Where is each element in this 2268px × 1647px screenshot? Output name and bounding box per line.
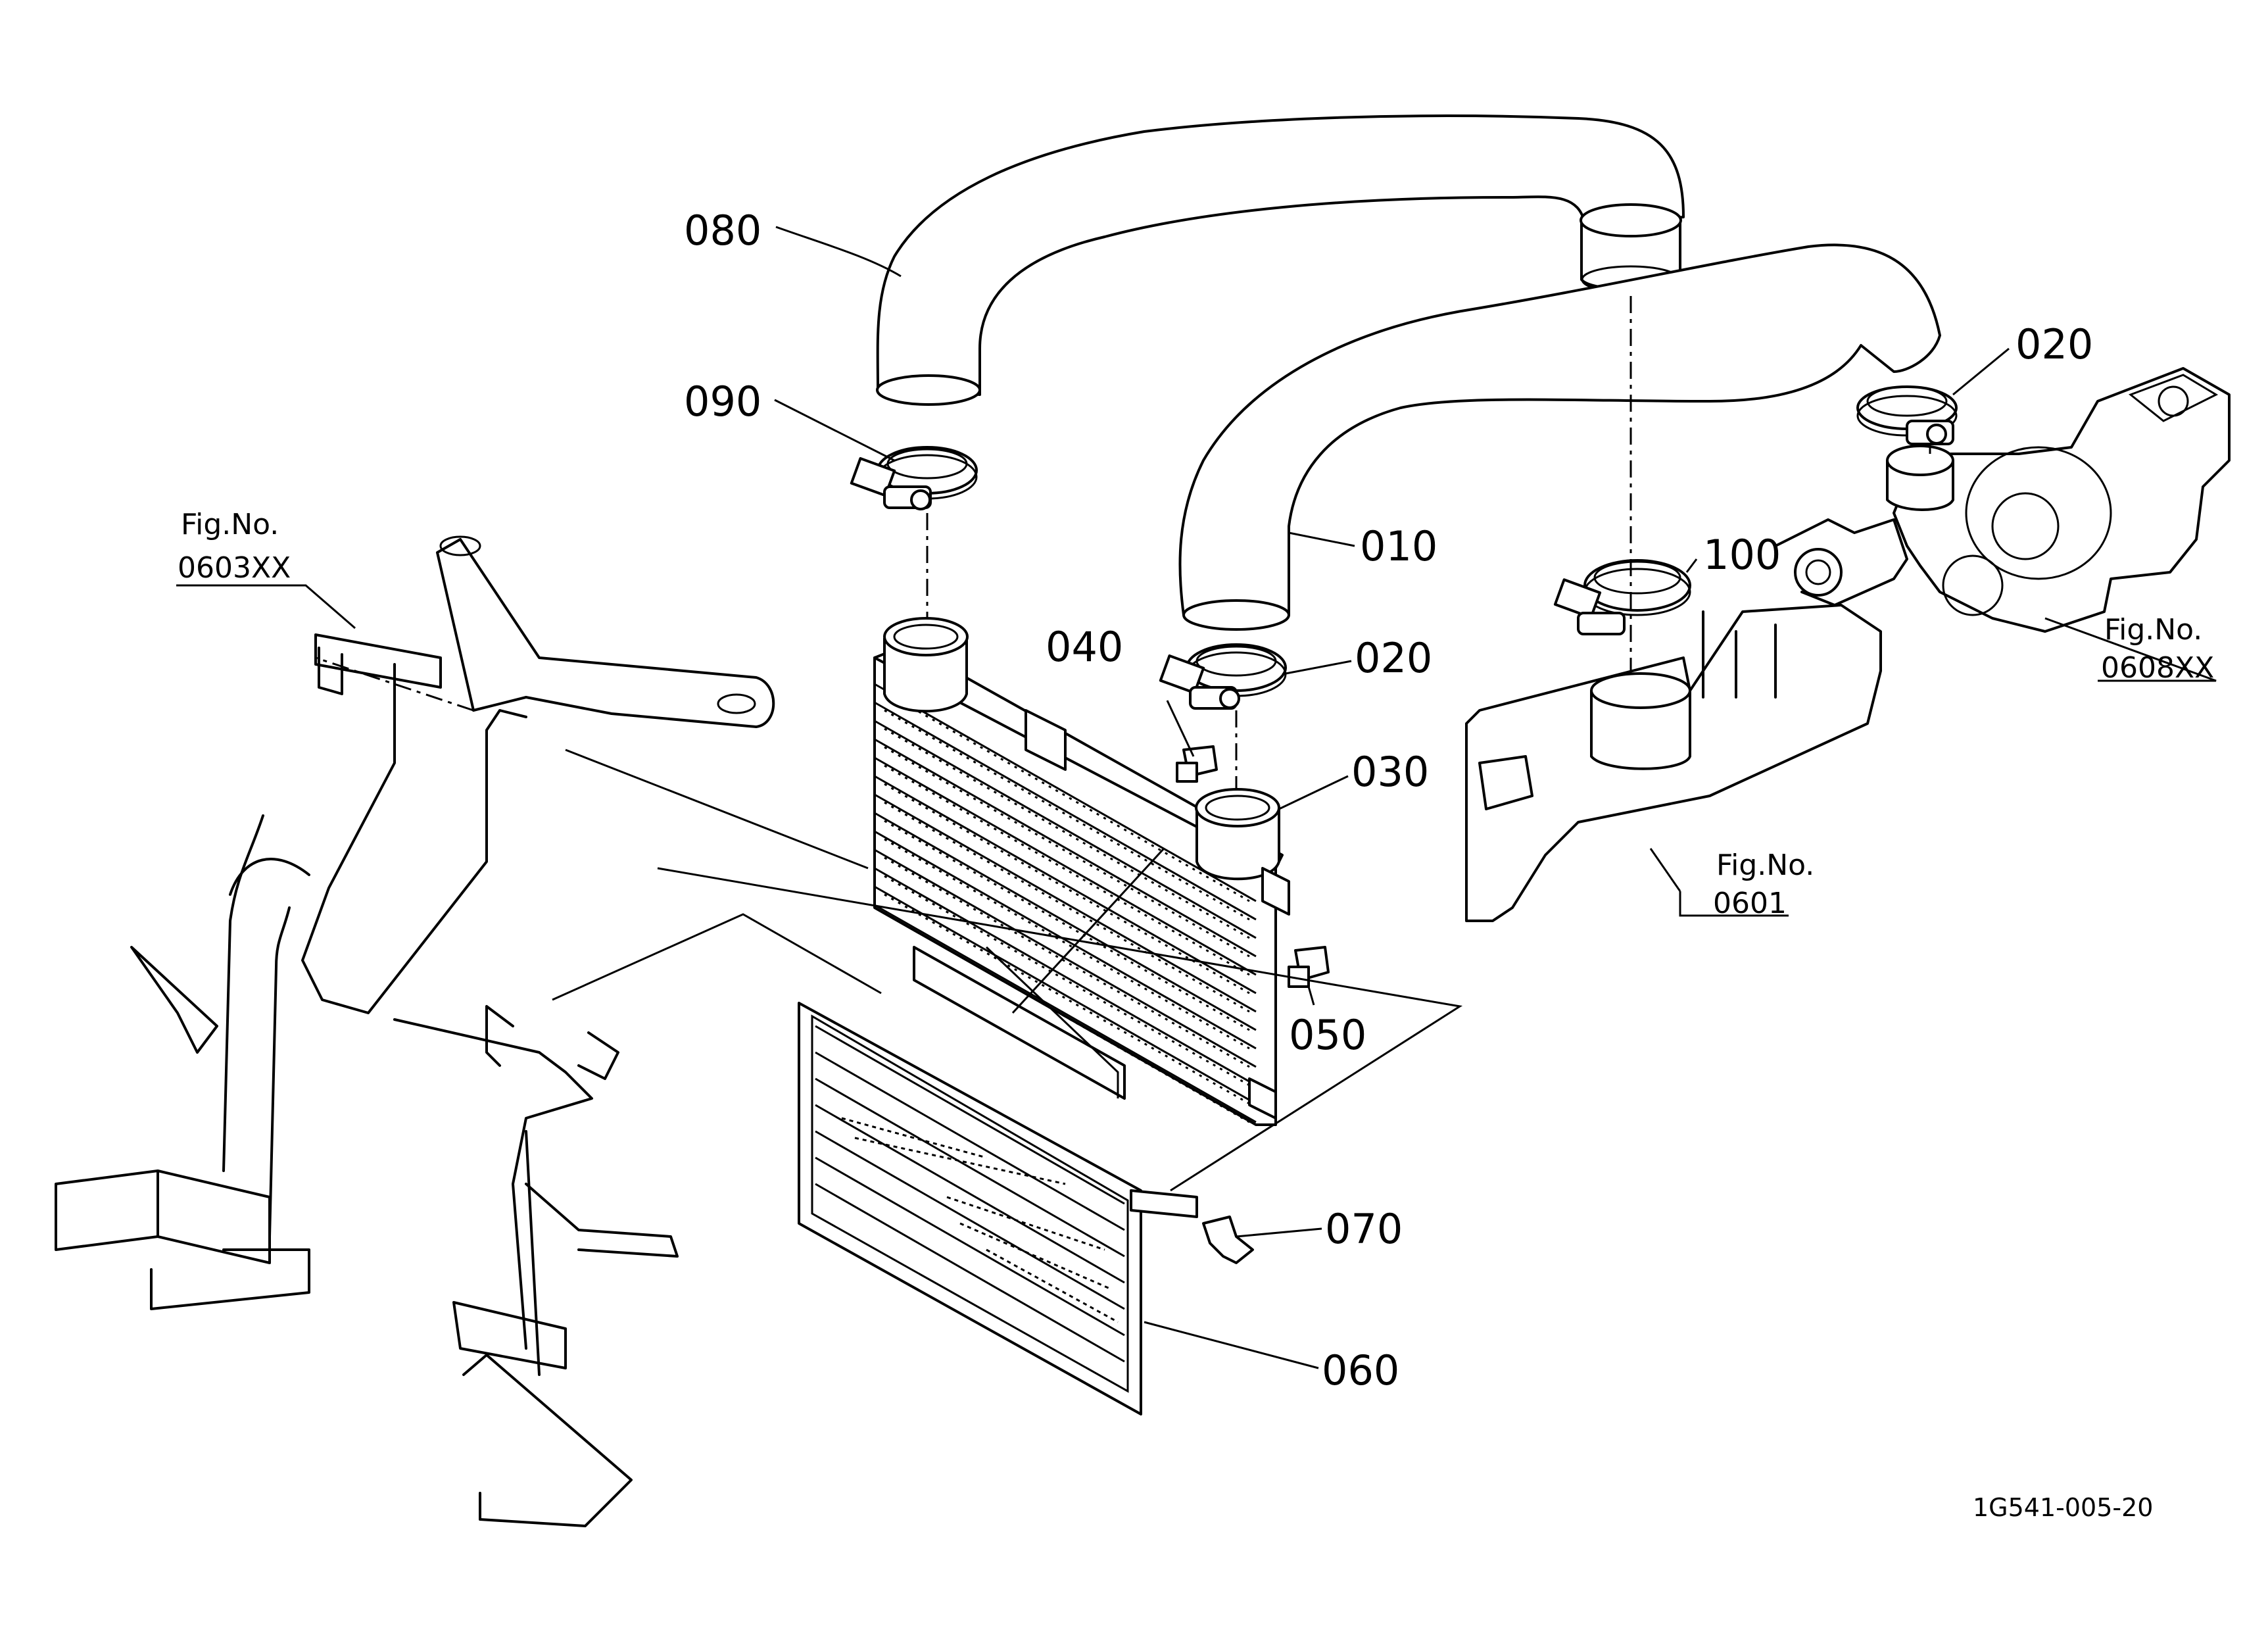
fig-ref-0603XX[interactable]: Fig.No. 0603XX bbox=[178, 508, 291, 585]
clamp-100[interactable] bbox=[1553, 559, 1691, 635]
svg-text:Fig.No.: Fig.No. bbox=[181, 508, 279, 541]
label-090: 090 bbox=[684, 378, 761, 426]
label-030: 030 bbox=[1351, 748, 1429, 796]
fig-ref-0608XX[interactable]: Fig.No. 0608XX bbox=[2101, 613, 2214, 685]
label-020-center: 020 bbox=[1355, 634, 1432, 682]
intercooler-fins bbox=[874, 683, 1257, 1123]
label-070: 070 bbox=[1325, 1205, 1403, 1253]
frame-bracket bbox=[55, 535, 775, 1527]
label-060: 060 bbox=[1322, 1346, 1399, 1394]
label-040: 040 bbox=[1046, 623, 1123, 671]
drawing-code: 1G541-005-20 bbox=[1973, 1493, 2153, 1522]
fig-ref-0601[interactable]: Fig.No. 0601 bbox=[1713, 848, 1814, 920]
intercooler-030[interactable] bbox=[873, 617, 1290, 1126]
label-080: 080 bbox=[684, 207, 761, 255]
hose-080[interactable] bbox=[876, 114, 1685, 406]
label-010: 010 bbox=[1360, 522, 1437, 570]
svg-text:Fig.No.: Fig.No. bbox=[1716, 848, 1814, 882]
part-labels: 080 090 010 020 020 100 040 030 050 070 … bbox=[684, 207, 2093, 1394]
clamp-090[interactable] bbox=[850, 446, 978, 510]
alignment-lines bbox=[552, 296, 1931, 1192]
svg-text:0608XX: 0608XX bbox=[2101, 651, 2214, 685]
svg-text:0601: 0601 bbox=[1713, 887, 1787, 920]
screen-060[interactable] bbox=[798, 1002, 1142, 1415]
bolt-040[interactable] bbox=[1176, 745, 1218, 783]
leader-lines bbox=[176, 226, 2217, 1369]
label-020-right: 020 bbox=[2015, 320, 2093, 368]
svg-text:Fig.No.: Fig.No. bbox=[2104, 613, 2202, 647]
turbocharger bbox=[1774, 367, 2231, 633]
clamp-020-right[interactable] bbox=[1856, 385, 1958, 445]
bolt-050[interactable] bbox=[1288, 946, 1330, 988]
svg-text:0603XX: 0603XX bbox=[178, 551, 291, 585]
clamp-020-center[interactable] bbox=[1159, 643, 1287, 710]
intake-manifold bbox=[1465, 604, 1882, 922]
hose-010[interactable] bbox=[1178, 243, 1941, 631]
label-050: 050 bbox=[1289, 1011, 1366, 1059]
wing-bolt-070[interactable] bbox=[1130, 1189, 1254, 1264]
label-100: 100 bbox=[1703, 531, 1781, 579]
